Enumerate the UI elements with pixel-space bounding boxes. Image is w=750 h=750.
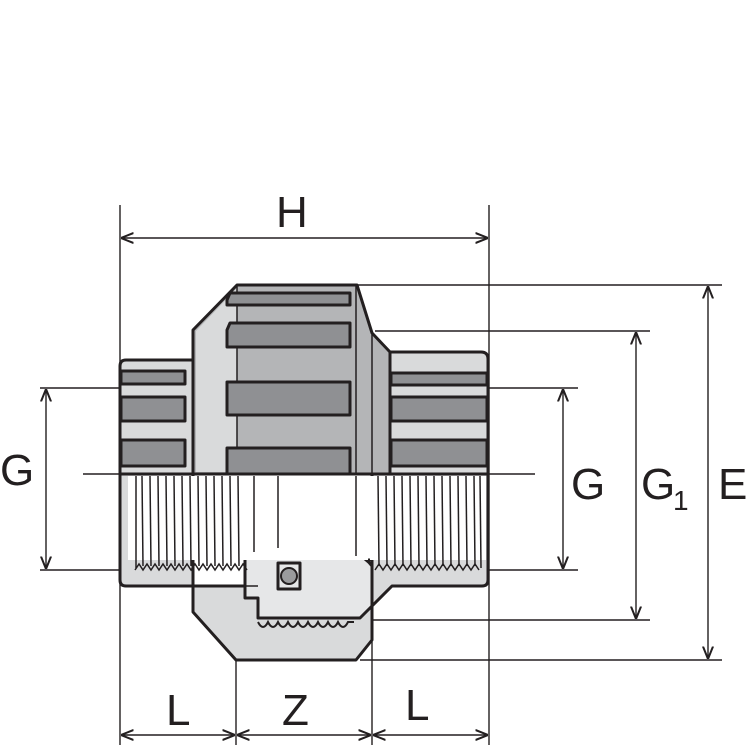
- nut-thread: [257, 619, 354, 628]
- fitting-section: [118, 472, 490, 662]
- dimension-lines: [46, 238, 708, 735]
- label-L-right: L: [405, 681, 429, 730]
- label-G1-subscript: 1: [673, 485, 689, 516]
- nut-ribs: [225, 291, 352, 476]
- label-G-left: G: [0, 446, 34, 495]
- dimension-labels: H G G G 1 E L Z L: [0, 188, 747, 735]
- o-ring-seal: [280, 567, 298, 585]
- label-G-right: G: [571, 460, 605, 509]
- fitting-exterior: [118, 283, 490, 476]
- label-L-left: L: [166, 686, 190, 735]
- right-grips: [389, 371, 489, 468]
- right-thread: [374, 475, 482, 572]
- label-E: E: [718, 460, 747, 509]
- label-G1: G: [641, 460, 675, 509]
- left-grips: [119, 369, 187, 468]
- label-Z: Z: [282, 686, 309, 735]
- label-H: H: [276, 188, 308, 237]
- left-thread: [134, 475, 357, 572]
